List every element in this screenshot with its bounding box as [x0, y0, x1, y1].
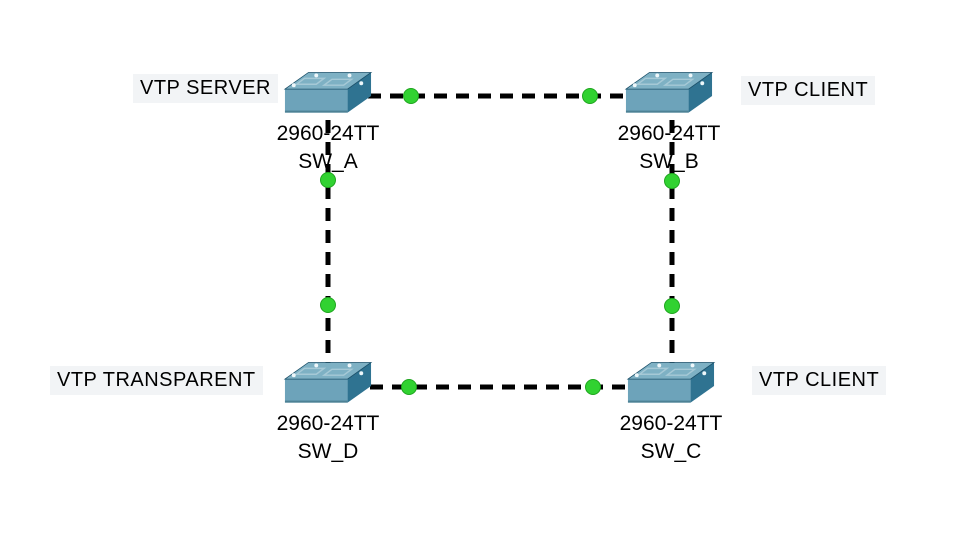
note-vtp-client-top[interactable]: VTP CLIENT	[741, 76, 876, 105]
link-status-dot-swa-swb-a	[403, 88, 419, 104]
switch-icon[interactable]	[283, 68, 373, 120]
device-name: SW_C	[640, 440, 702, 463]
switch-icon[interactable]	[624, 68, 714, 120]
device-sw-c[interactable]: 2960-24TT SW_C	[620, 358, 722, 463]
link-status-dot-swa-swd-a	[320, 172, 336, 188]
link-status-dot-swd-swc-b	[585, 379, 601, 395]
link-status-dot-swa-swb-b	[582, 88, 598, 104]
link-status-dot-swd-swc-a	[401, 379, 417, 395]
note-vtp-transparent[interactable]: VTP TRANSPARENT	[50, 366, 263, 395]
device-model: 2960-24TT	[617, 122, 721, 145]
device-name: SW_A	[298, 150, 358, 173]
link-status-dot-swa-swd-b	[320, 297, 336, 313]
device-model: 2960-24TT	[276, 122, 380, 145]
device-name: SW_D	[297, 440, 359, 463]
device-sw-b[interactable]: 2960-24TT SW_B	[618, 68, 720, 173]
note-vtp-server[interactable]: VTP SERVER	[133, 74, 278, 103]
link-status-dot-swb-swc-a	[664, 173, 680, 189]
link-status-dot-swb-swc-b	[664, 298, 680, 314]
switch-icon[interactable]	[626, 358, 716, 410]
device-name: SW_B	[639, 150, 699, 173]
device-sw-d[interactable]: 2960-24TT SW_D	[277, 358, 379, 463]
device-sw-a[interactable]: 2960-24TT SW_A	[277, 68, 379, 173]
device-model: 2960-24TT	[276, 412, 380, 435]
switch-icon[interactable]	[283, 358, 373, 410]
device-model: 2960-24TT	[619, 412, 723, 435]
note-vtp-client-bottom[interactable]: VTP CLIENT	[752, 366, 887, 395]
